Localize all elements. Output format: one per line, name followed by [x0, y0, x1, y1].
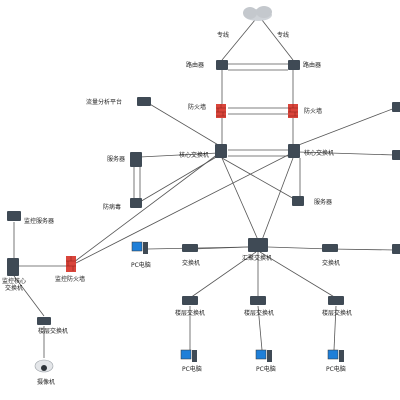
core-switch-right-label: 核心交换机 — [304, 150, 335, 157]
pc-icon — [180, 349, 344, 362]
switch-icon — [37, 317, 51, 325]
pc-2-label: PC电脑 — [256, 366, 276, 373]
pc-icon — [131, 241, 148, 254]
server-right-label: 服务器 — [314, 199, 333, 206]
access-switch-left-label: 交换机 — [182, 260, 201, 267]
server-icon — [130, 152, 304, 208]
isp-line-left-label: 专线 — [217, 32, 230, 39]
monitor-server-label: 监控服务器 — [24, 218, 55, 225]
floor-switch-2-label: 楼层交换机 — [244, 310, 275, 317]
cloud-icon — [243, 6, 272, 21]
traffic-platform-label: 流量分析平台 — [86, 99, 123, 106]
antivirus-label: 防病毒 — [103, 204, 122, 211]
monitor-firewall-label: 监控防火墙 — [55, 276, 86, 283]
switch-icon — [182, 244, 338, 252]
floor-switch-1-label: 楼层交换机 — [175, 310, 206, 317]
router-right-label: 路由器 — [303, 62, 322, 69]
pc-top-label: PC电脑 — [131, 262, 151, 269]
switch-icon — [392, 102, 400, 254]
floor-switch-3-label: 楼层交换机 — [322, 310, 353, 317]
pc-1-label: PC电脑 — [182, 366, 202, 373]
router-icon — [216, 60, 300, 70]
router-left-label: 路由器 — [186, 62, 205, 69]
server-icon — [7, 211, 21, 221]
firewall-icon — [66, 256, 76, 272]
router-icon — [137, 97, 151, 106]
camera-icon — [34, 359, 54, 373]
firewall-left-label: 防火墙 — [188, 104, 207, 111]
camera-label: 摄像机 — [37, 379, 56, 386]
firewall-right-label: 防火墙 — [304, 108, 323, 115]
aggregation-switch-label: 汇聚交换机 — [242, 255, 273, 262]
monitor-core-switch-label: 监控核心交换机 — [1, 278, 26, 292]
isp-line-right-label: 专线 — [277, 32, 290, 39]
switch-icon — [182, 296, 344, 305]
floor-switch-bottom-left-label: 楼层交换机 — [38, 328, 69, 335]
pc-3-label: PC电脑 — [326, 366, 346, 373]
firewall-icon — [216, 104, 298, 118]
switch-icon — [215, 144, 300, 158]
core-switch-left-label: 核心交换机 — [179, 152, 210, 159]
server-left-label: 服务器 — [107, 156, 126, 163]
switch-icon — [7, 258, 19, 276]
switch-icon — [248, 238, 268, 252]
access-switch-right-label: 交换机 — [322, 260, 341, 267]
